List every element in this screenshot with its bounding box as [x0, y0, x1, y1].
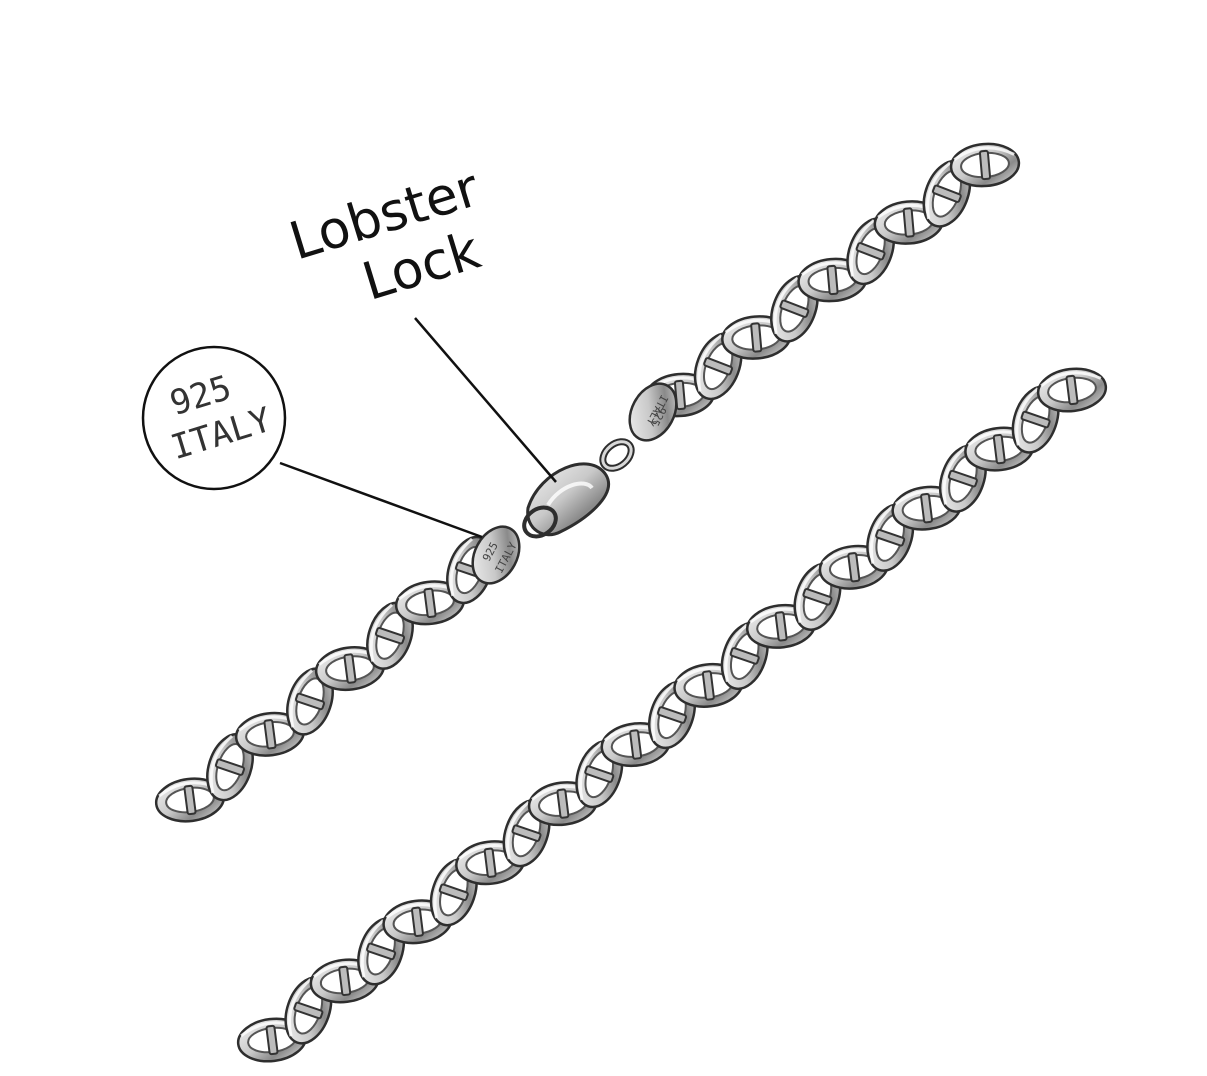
lobster-lock-leader-line — [414, 317, 557, 483]
upper-chain-right-strand — [642, 139, 1023, 421]
ring-end-tag — [628, 382, 678, 442]
jump-ring — [599, 438, 635, 472]
lobster-clasp — [522, 462, 610, 539]
chain-link — [947, 139, 1023, 191]
upper-chain-left-strand — [152, 529, 503, 827]
stamp-magnifier-circle — [141, 345, 287, 491]
stamp-leader-line — [279, 461, 483, 539]
lower-chain-strand — [234, 363, 1110, 1067]
clasp-end-tag — [471, 525, 521, 585]
